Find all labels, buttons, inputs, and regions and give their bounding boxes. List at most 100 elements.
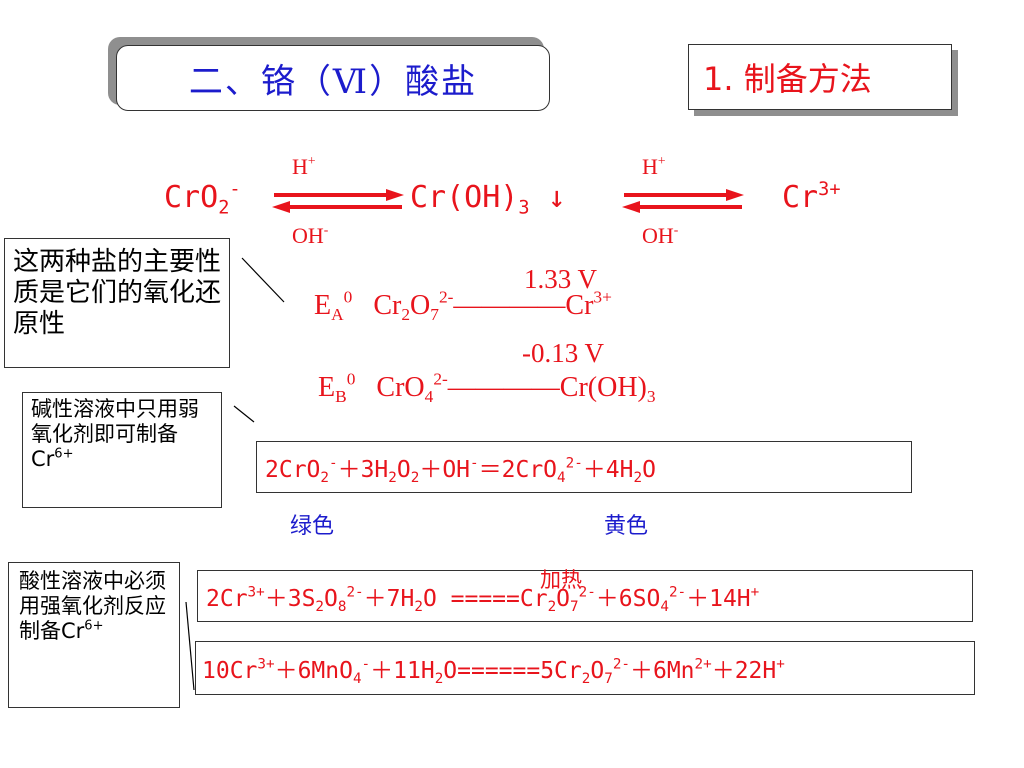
dichromate-o: O [410, 290, 431, 321]
base-potential-label: E [318, 372, 336, 403]
chromium-ion-charge: 3+ [818, 178, 841, 200]
acid-label-left-sup: + [307, 153, 316, 169]
eq2-p2: ＋3S [264, 586, 316, 612]
eq3-p5: O [590, 658, 605, 684]
eq2-p3: O [324, 586, 338, 612]
acid-product-charge: 3+ [593, 287, 612, 307]
callout-line-2 [233, 405, 255, 423]
eq2-p4: ＋7H [363, 586, 415, 612]
eq1-p5-sup: 2- [565, 455, 583, 472]
chromite-charge: - [229, 178, 241, 200]
alkaline-note-sup: 6+ [54, 446, 74, 462]
eq1-p6: ＋4H [582, 457, 634, 483]
eq2-p6: Cr [519, 586, 548, 612]
eq2-p3-sup: 2- [346, 584, 364, 601]
acid-product-base: Cr [565, 290, 594, 321]
precipitate-arrow: ↓ [547, 180, 566, 215]
eq2-p7: O [556, 586, 571, 612]
page-title-text: 二、铬（Ⅵ）酸盐 [188, 61, 478, 102]
callout-line-3 [185, 601, 195, 691]
acidic-note: 酸性溶液中必须用强氧化剂反应制备Cr6+ [8, 562, 180, 708]
chromium-ion-base: Cr [782, 180, 819, 215]
acid-potential-value: 1.33 V [524, 264, 598, 294]
base-label-left-sup: - [323, 222, 329, 238]
eq3-p3-sub: 2 [434, 670, 444, 687]
eq3-p2-sub: 4 [352, 670, 362, 687]
acidic-note-sup: 6+ [84, 618, 104, 634]
section-heading: 1. 制备方法 [688, 44, 952, 110]
acid-label-right-sup: + [657, 153, 666, 169]
eq2-p1: 2Cr [206, 586, 248, 612]
eq3-p5-sub: 7 [604, 670, 613, 687]
base-potential-value: -0.13 V [522, 338, 605, 368]
acid-label-right-base: H [642, 154, 658, 179]
eq2-p7-sup: 2- [578, 584, 596, 601]
eq1-p6-sub: 2 [633, 469, 643, 486]
eq3-p7-sup: + [776, 656, 785, 673]
equilibrium-arrow-right-icon [622, 189, 744, 213]
alkaline-note: 碱性溶液中只用弱氧化剂即可制备Cr6+ [22, 392, 222, 508]
base-label-right-sup: - [673, 222, 679, 238]
dichromate-o-sub: 7 [430, 305, 439, 325]
eq2-p8-sup: 2- [668, 584, 687, 601]
eq1-p2-sub: 2 [388, 469, 397, 486]
section-heading-text: 1. 制备方法 [703, 60, 872, 98]
chromite-base: CrO [164, 180, 219, 215]
eq2-p2-sub: 2 [315, 598, 325, 615]
acid-potential-label-sub: A [331, 305, 344, 325]
equation-persulfate-oxidation: 2Cr3+＋3S2O82-＋7H2O =====Cr2O72-＋6SO42-＋1… [197, 570, 973, 622]
eq2-p6-sub: 2 [547, 598, 557, 615]
dichromate-cr-sub: 2 [401, 305, 411, 325]
eq3-p7: ＋22H [711, 658, 777, 684]
base-label-right: OH- [642, 223, 678, 249]
base-potential-line: ———— [447, 372, 560, 403]
eq1-p4-sup: - [470, 455, 479, 472]
eq1-p1-sup: - [328, 455, 338, 472]
chromium-hydroxide-species: Cr(OH)3 ↓ [410, 180, 566, 217]
equation-alkaline-oxidation: 2CrO2-＋3H2O2＋OH-＝2CrO42-＋4H2O [256, 441, 912, 493]
equilibrium-arrow-left-icon [272, 189, 404, 213]
chromite-sub: 2 [218, 197, 230, 219]
eq2-p9: ＋14H [686, 586, 751, 612]
eq1-p5-sub: 4 [557, 469, 566, 486]
eq3-p1: 10Cr [202, 658, 258, 684]
acid-potential-label: E [314, 290, 332, 321]
equation-permanganate-oxidation: 10Cr3+＋6MnO4-＋11H2O======5Cr2O72-＋6Mn2+＋… [195, 641, 975, 695]
heating-condition: 加热 [540, 568, 582, 592]
redox-note-text: 这两种盐的主要性质是它们的氧化还原性 [13, 247, 222, 340]
eq1-p3: O [396, 457, 411, 483]
eq2-p8: ＋6SO [595, 586, 661, 612]
eq1-text: 2CrO2-＋3H2O2＋OH-＝2CrO42-＋4H2O [265, 450, 656, 486]
base-product-sub: 3 [646, 387, 656, 407]
acid-label-left: H+ [292, 154, 316, 180]
acid-label-left-base: H [292, 154, 308, 179]
eq3-p2: ＋6MnO [274, 658, 353, 684]
dichromate-charge: 2- [438, 287, 454, 307]
base-product-base: Cr(OH) [559, 372, 647, 403]
chromate-sub: 4 [424, 387, 434, 407]
eq3-p6: ＋6Mn [629, 658, 695, 684]
acid-label-right: H+ [642, 154, 666, 180]
eq1-p4: ＋OH [419, 457, 471, 483]
eq2-p5: O ===== [422, 586, 520, 612]
eq2-p7-sub: 7 [570, 598, 579, 615]
chromate-base: CrO [376, 372, 425, 403]
base-potential-label-sub: B [335, 387, 347, 407]
eq2-text: 2Cr3+＋3S2O82-＋7H2O =====Cr2O72-＋6SO42-＋1… [206, 579, 760, 615]
color-label-yellow: 黄色 [604, 514, 649, 539]
acid-potential-label-sup: 0 [343, 287, 353, 307]
chromium-ion-species: Cr3+ [782, 180, 841, 215]
chromite-species: CrO2- [164, 178, 241, 217]
eq1-p7: O [642, 457, 656, 483]
eq3-text: 10Cr3+＋6MnO4-＋11H2O======5Cr2O72-＋6Mn2+＋… [202, 651, 785, 687]
acid-potential-line: ———— [453, 290, 566, 321]
eq3-p5-sup: 2- [612, 656, 630, 673]
eq2-p1-sup: 3+ [247, 584, 265, 601]
eq3-p3: ＋11H [370, 658, 435, 684]
eq2-p9-sup: + [750, 584, 760, 601]
dichromate-cr: Cr [373, 290, 402, 321]
alkaline-note-text: 碱性溶液中只用弱氧化剂即可制备Cr [31, 397, 199, 472]
acid-potential-diagram: EA0 Cr2O72-————Cr3+ [314, 287, 612, 325]
eq3-p6-sup: 2+ [694, 656, 712, 673]
eq1-p2: ＋3H [337, 457, 389, 483]
